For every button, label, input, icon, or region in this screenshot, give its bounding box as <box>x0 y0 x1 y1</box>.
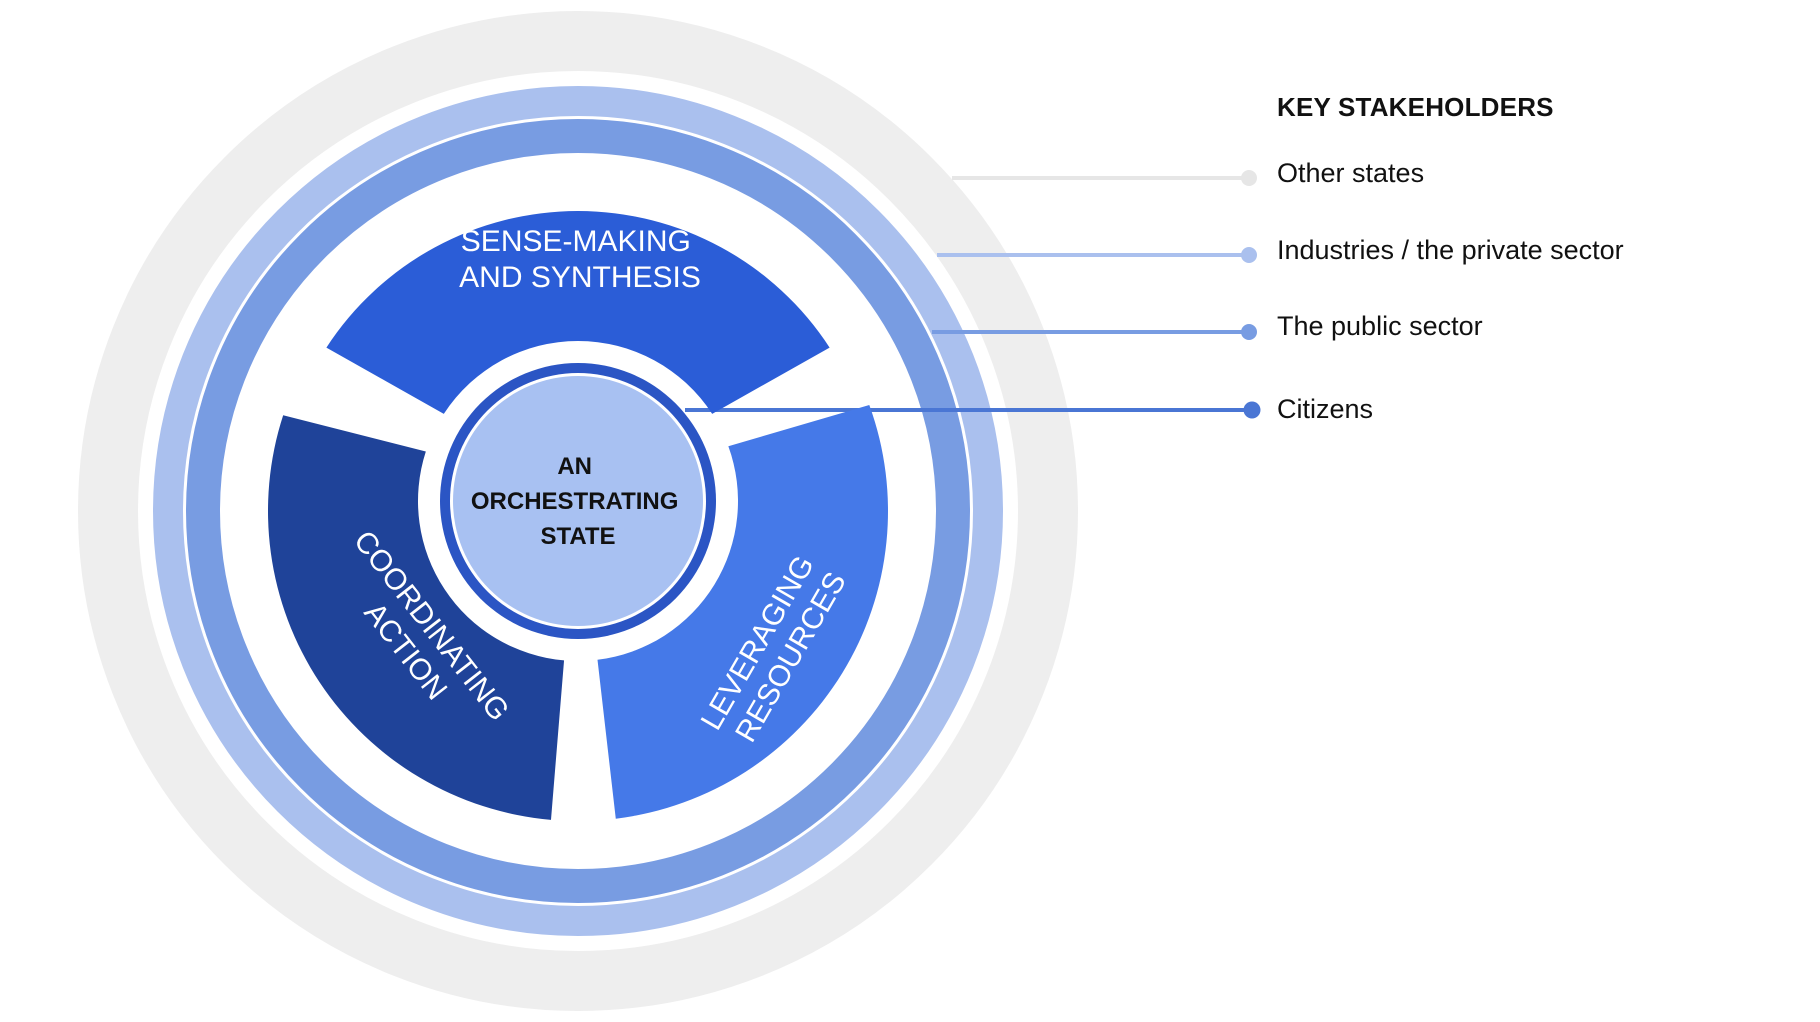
legend-item-private-sector: Industries / the private sector <box>1277 235 1624 265</box>
segment-label-line: SENSE-MAKING <box>461 225 691 258</box>
core-label: AN ORCHESTRATING STATE <box>471 453 685 550</box>
legend-dot-other-states <box>1241 170 1257 186</box>
ring-other-states <box>78 11 1078 1011</box>
segment-sense-making <box>326 210 830 414</box>
legend-dot-public-sector <box>1241 324 1257 340</box>
ring-public-sector <box>186 119 970 903</box>
legend-title: KEY STAKEHOLDERS <box>1277 92 1554 122</box>
core-label-line: ORCHESTRATING <box>471 488 679 515</box>
legend-item-citizens: Citizens <box>1277 394 1374 424</box>
core-label-line: AN <box>557 453 592 480</box>
legend-item-public-sector: The public sector <box>1277 311 1483 341</box>
ring-private-sector <box>153 86 1003 936</box>
segment-coordinating-action <box>267 415 565 820</box>
segment-leveraging-resources <box>597 404 888 819</box>
legend-dot-private-sector <box>1241 247 1257 263</box>
segment-label-line: AND SYNTHESIS <box>459 261 701 294</box>
legend-dot-citizens <box>1243 401 1261 419</box>
segment-label-sense-making: SENSE-MAKING AND SYNTHESIS <box>459 225 701 294</box>
core-label-line: STATE <box>540 523 615 550</box>
core-circle <box>453 376 703 626</box>
legend-item-other-states: Other states <box>1277 158 1425 188</box>
